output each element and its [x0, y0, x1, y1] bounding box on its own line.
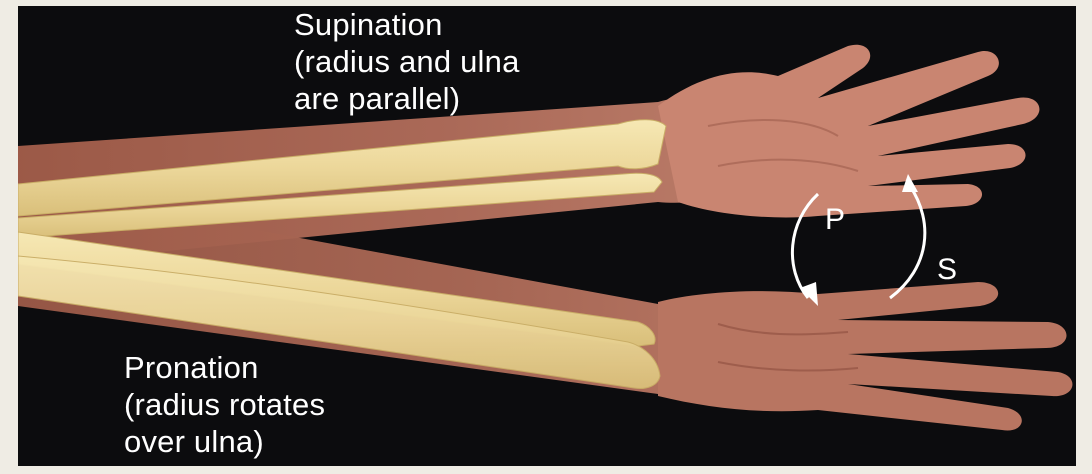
supination-label: Supination (radius and ulna are parallel… — [294, 6, 520, 117]
illustration-frame: Supination (radius and ulna are parallel… — [18, 6, 1076, 466]
pronation-label: Pronation (radius rotates over ulna) — [124, 349, 325, 460]
supination-arrow-letter: S — [937, 255, 957, 285]
pronation-arrow-letter: P — [825, 205, 845, 235]
pronated-hand — [658, 282, 1072, 431]
supinated-hand — [658, 45, 1039, 218]
